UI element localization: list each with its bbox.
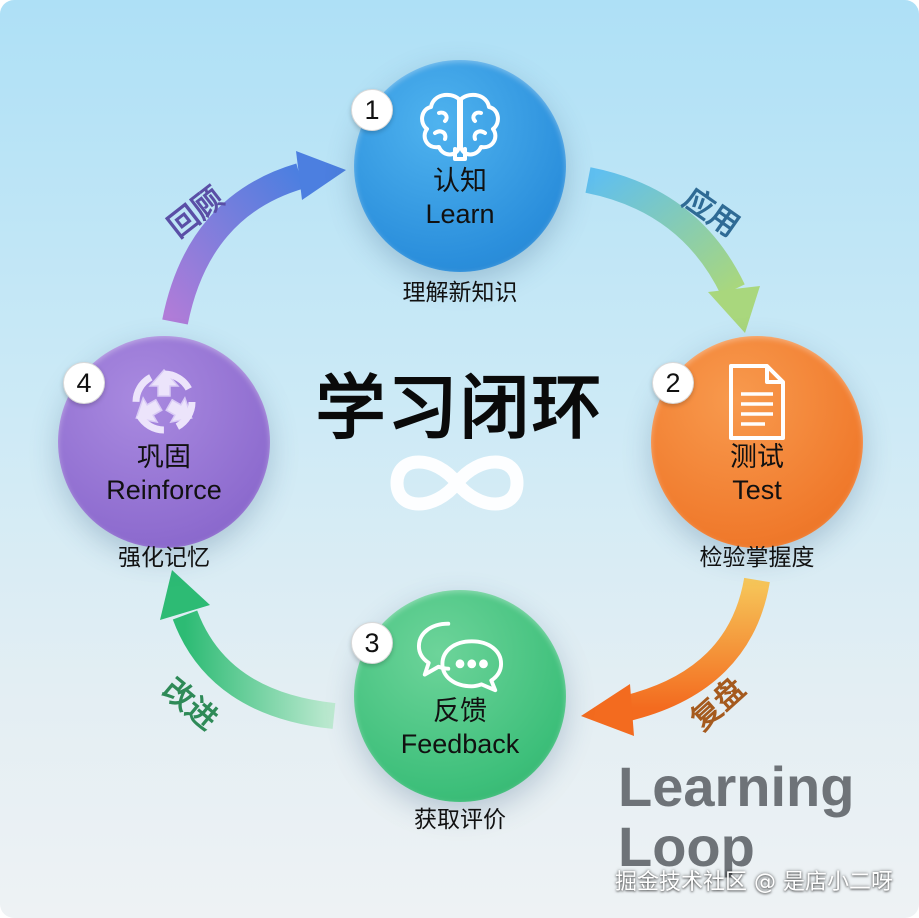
arrow-reinforce-to-learn	[162, 163, 304, 325]
loop-text-line-1: Learning	[618, 755, 855, 818]
node-learn-title-zh: 认知	[433, 166, 487, 197]
node-feedback-title-en: Feedback	[400, 729, 520, 759]
step-number-2: 2	[652, 362, 694, 404]
node-test-subtitle: 检验掌握度	[699, 545, 815, 571]
arrowhead-to-feedback	[581, 684, 634, 736]
node-learn-title-en: Learn	[425, 199, 495, 229]
arrowhead-to-learn	[296, 151, 346, 200]
brain-icon	[415, 88, 505, 164]
arrow-feedback-to-reinforce	[172, 610, 336, 729]
node-test-title-en: Test	[732, 475, 782, 505]
node-feedback-title-zh: 反馈	[433, 696, 487, 727]
document-icon	[712, 364, 802, 440]
chat-bubbles-icon	[415, 618, 505, 694]
arrowhead-to-reinforce	[160, 570, 210, 620]
step-number-4: 4	[63, 362, 105, 404]
node-test-title-zh: 测试	[730, 442, 784, 473]
node-learn-subtitle: 理解新知识	[402, 280, 518, 306]
arrow-learn-to-test	[585, 167, 745, 296]
node-reinforce-subtitle: 强化记忆	[118, 545, 210, 571]
arrow-test-to-feedback	[624, 577, 770, 721]
arrowhead-to-test	[708, 286, 760, 333]
watermark: 掘金技术社区 @ 是店小二呀	[615, 870, 893, 895]
infinity-icon	[390, 455, 524, 511]
step-number-3: 3	[351, 622, 393, 664]
learning-loop-text: Learning Loop	[618, 757, 854, 877]
diagram-title: 学习闭环	[315, 367, 604, 449]
step-number-1: 1	[351, 89, 393, 131]
loop-text-line-2: Loop	[618, 815, 755, 878]
node-reinforce-title-en: Reinforce	[106, 475, 222, 505]
node-feedback-subtitle: 获取评价	[414, 807, 506, 833]
recycle-icon	[119, 364, 209, 440]
node-feedback: 反馈 Feedback	[354, 590, 566, 802]
node-reinforce-title-zh: 巩固	[137, 442, 191, 473]
node-reinforce: 巩固 Reinforce	[58, 336, 270, 548]
node-learn: 认知 Learn	[354, 60, 566, 272]
